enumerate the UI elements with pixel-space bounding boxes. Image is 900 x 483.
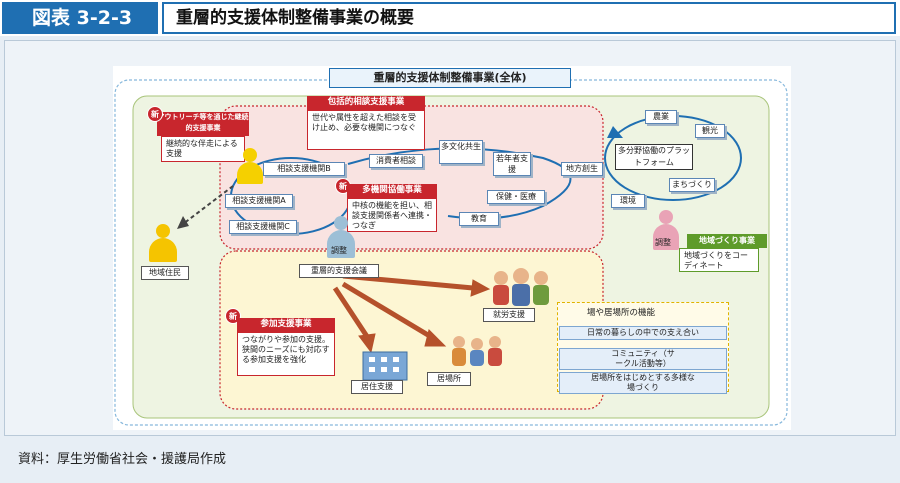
housing-label: 居住支援 <box>351 380 403 394</box>
agency-c: 相談支援機関C <box>229 220 297 234</box>
platform-agriculture: 農業 <box>645 110 677 124</box>
residents-label: 地域住民 <box>141 266 189 280</box>
figure-title: 重層的支援体制整備事業の概要 <box>162 2 896 34</box>
support-arrows <box>332 273 491 354</box>
participation-header: 参加支援事業 <box>237 318 335 332</box>
resident-person-icon <box>147 224 179 266</box>
ring-item-multicultural: 多文化共生 <box>439 140 483 164</box>
overall-title: 重層的支援体制整備事業(全体) <box>329 68 571 88</box>
figure-header: 図表 3-2-3 重層的支援体制整備事業の概要 <box>0 0 900 36</box>
venue-item-1: 日常の暮らしの中での支え合い <box>559 326 727 340</box>
comprehensive-body: 世代や属性を超えた相談を受け止め、必要な機関につなぐ <box>307 110 425 150</box>
conference-label: 重層的支援会議 <box>299 264 379 278</box>
employment-people-icon <box>487 266 557 306</box>
venue-item-3: 居場所をはじめとする多様な場づくり <box>559 372 727 394</box>
outreach-arrowhead <box>177 216 189 229</box>
platform-center: 多分野協働のプラットフォーム <box>615 144 693 170</box>
ring-item-education: 教育 <box>459 212 499 226</box>
comprehensive-header: 包括的相談支援事業 <box>307 96 425 110</box>
person-yellow-icon <box>235 148 265 188</box>
coordinator-person-icon <box>325 216 357 260</box>
platform-tourism: 観光 <box>695 124 725 138</box>
platform-arrowhead <box>607 126 623 138</box>
ring-item-youth: 若年者支援 <box>493 152 531 176</box>
employment-label: 就労支援 <box>483 308 535 322</box>
agency-b: 相談支援機関B <box>263 162 345 176</box>
agency-a: 相談支援機関A <box>225 194 293 208</box>
community-person-icon <box>651 210 681 252</box>
community-header: 地域づくり事業 <box>687 234 767 248</box>
multi-agency-header: 多機関協働事業 <box>347 184 437 198</box>
participation-body: つながりや参加の支援。狭間のニーズにも対応する参加支援を強化 <box>237 332 335 376</box>
coordination-label-2: 調整 <box>655 238 671 247</box>
platform-town: まちづくり <box>669 178 715 192</box>
multi-agency-body: 中核の機能を担い、相談支援関係者へ連携・つなぎ <box>347 198 437 232</box>
ring-item-consumer: 消費者相談 <box>369 154 423 168</box>
place-label: 居場所 <box>427 372 471 386</box>
place-people-icon <box>447 332 507 368</box>
platform-regional: 地方創生 <box>561 162 603 176</box>
outreach-arrow <box>182 185 234 225</box>
platform-environment: 環境 <box>611 194 645 208</box>
source-note: 資料：厚生労働省社会・援護局作成 <box>18 452 227 467</box>
diagram-canvas: 重層的支援体制整備事業(全体) アウトリーチ等を通じた継続的支援事業 新 継続的… <box>113 66 791 430</box>
coordination-label: 調整 <box>331 246 347 255</box>
outreach-header: アウトリーチ等を通じた継続的支援事業 <box>157 112 249 136</box>
figure-number: 図表 3-2-3 <box>2 2 158 34</box>
venue-title: 場や居場所の機能 <box>587 308 656 318</box>
venue-item-2: コミュニティ（サークル活動等） <box>559 348 727 370</box>
new-mark-outreach: 新 <box>147 106 163 122</box>
housing-building-icon <box>361 348 411 382</box>
outreach-body: 継続的な伴走による支援 <box>161 136 245 162</box>
community-body: 地域づくりをコーディネート <box>679 248 759 272</box>
ring-item-health: 保健・医療 <box>487 190 545 204</box>
